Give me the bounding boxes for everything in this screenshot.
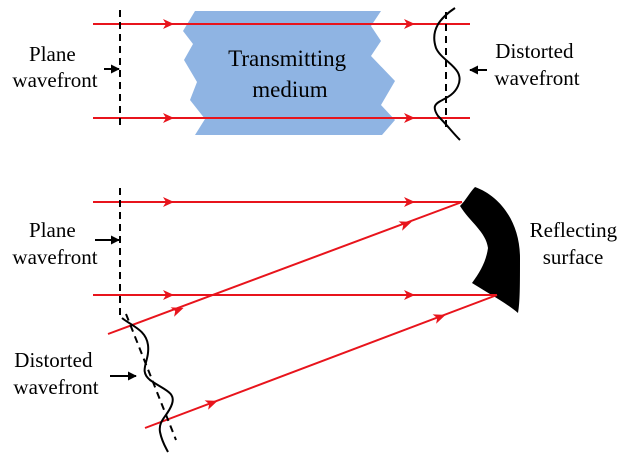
top-distorted-wavefront: [433, 7, 461, 141]
bottom-panel: Plane wavefront Reflecting surface Disto…: [12, 187, 623, 453]
ray-arrowhead: [163, 113, 174, 123]
ray-arrowhead: [404, 113, 415, 123]
ray-arrowhead: [398, 221, 412, 231]
ray-arrowhead: [404, 19, 415, 29]
top-distorted-label: Distorted wavefront: [494, 39, 579, 90]
bottom-dashed-reference: [125, 313, 177, 441]
ray-arrowhead: [163, 197, 174, 207]
top-ray-arrows: [163, 19, 415, 123]
bottom-plane-label: Plane wavefront: [12, 218, 97, 269]
ray-arrowhead: [163, 19, 174, 29]
top-panel: Plane wavefront Transmitting medium Dist…: [12, 7, 580, 141]
ray-arrowhead: [170, 307, 184, 317]
ray-arrowhead: [432, 314, 446, 324]
bottom-ray-arrows: [163, 197, 446, 410]
transmitting-medium-shape: [183, 11, 395, 135]
ray-arrowhead: [204, 400, 218, 410]
bottom-distorted-wavefront: [121, 317, 174, 453]
ray-arrowhead: [404, 290, 415, 300]
top-plane-label: Plane wavefront: [12, 42, 97, 92]
ray-arrowhead: [404, 197, 415, 207]
reflecting-surface-shape: [460, 187, 520, 313]
bottom-distorted-label: Distorted wavefront: [13, 348, 98, 399]
medium-label: Transmitting medium: [228, 46, 352, 102]
ray-arrowhead: [163, 290, 174, 300]
reflecting-surface-label: Reflecting surface: [530, 218, 623, 269]
